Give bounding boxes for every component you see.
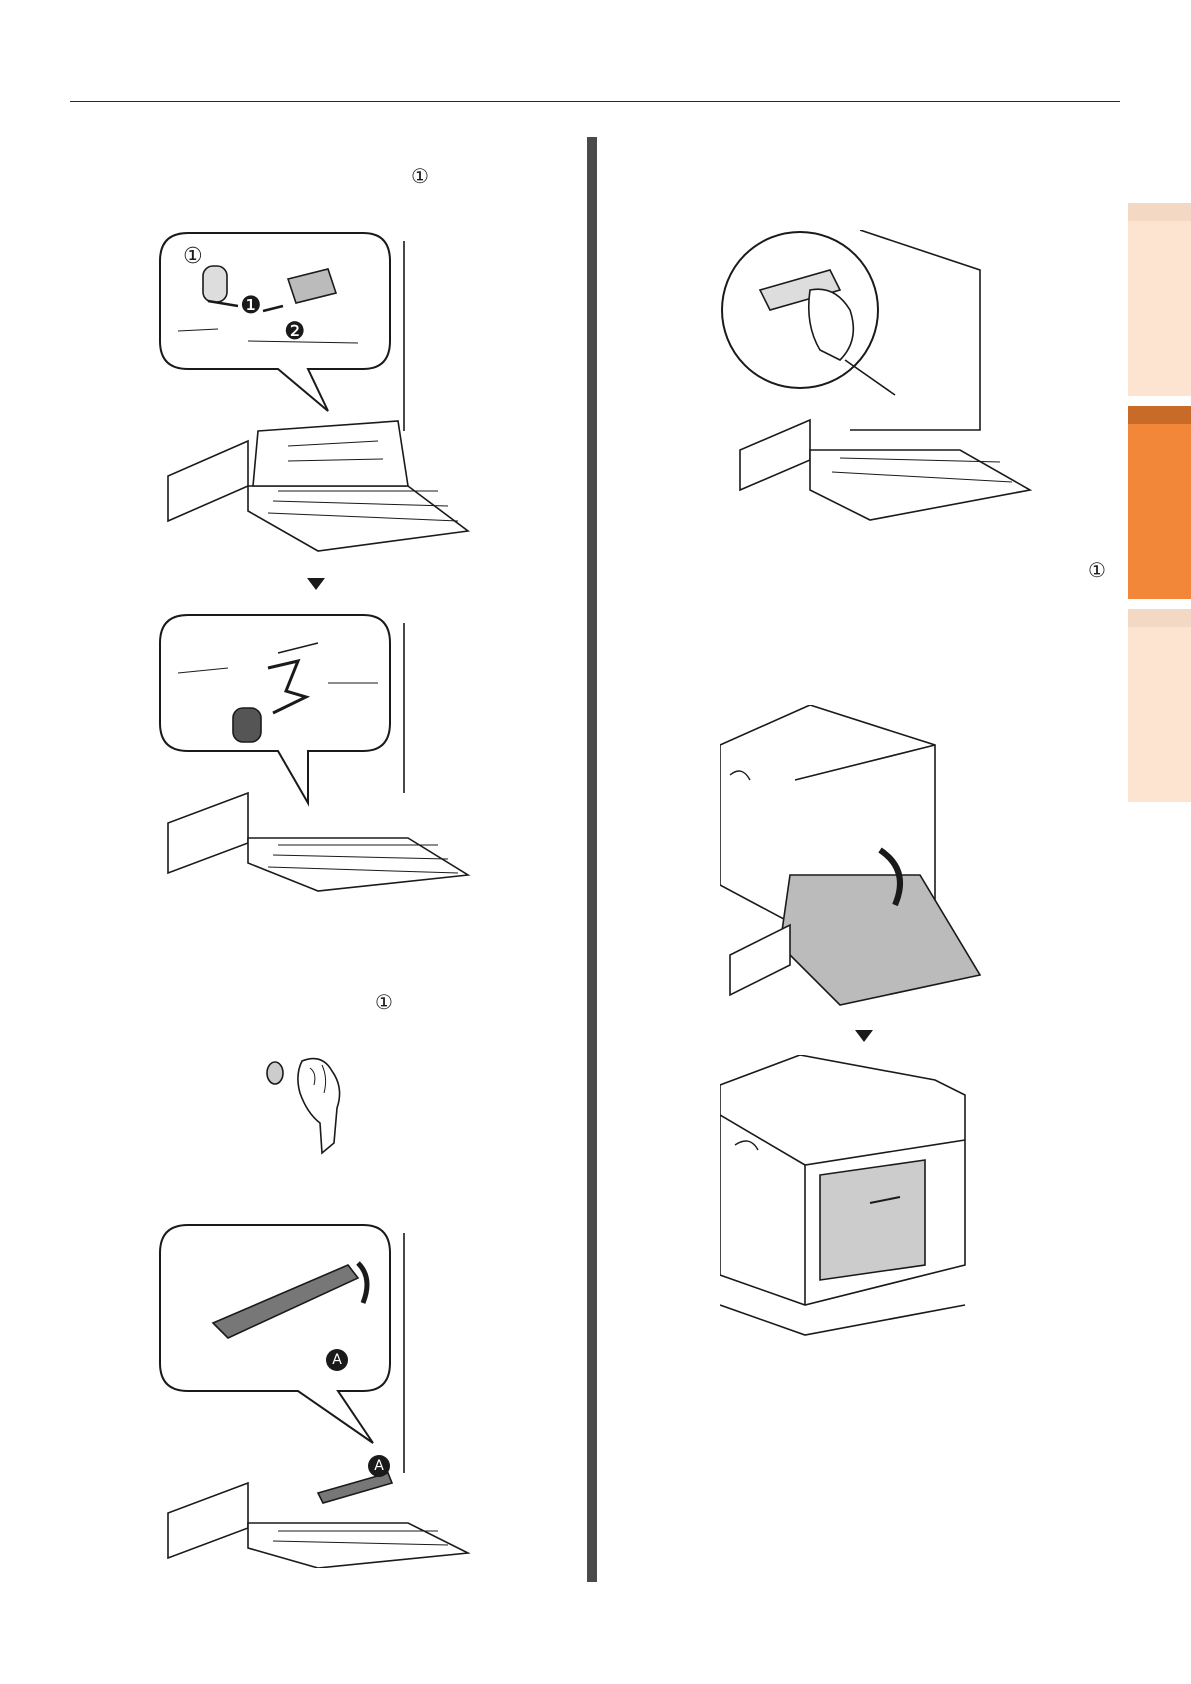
side-tab-2-active[interactable] bbox=[1128, 406, 1191, 599]
illustration-printer-closed bbox=[720, 1055, 970, 1355]
side-tab-1[interactable] bbox=[1128, 203, 1191, 396]
callout-step-2: ❷ bbox=[284, 319, 306, 343]
sequence-arrow-left bbox=[307, 578, 325, 590]
illustration-close-cover bbox=[720, 705, 1010, 1010]
side-tab-2-body bbox=[1128, 424, 1191, 599]
illustration-lower-guide: A A bbox=[158, 1223, 480, 1568]
side-tab-3[interactable] bbox=[1128, 609, 1191, 802]
side-tab-2-cap bbox=[1128, 406, 1191, 424]
callout-ref-marker: ① bbox=[183, 246, 203, 268]
header-rule bbox=[70, 101, 1120, 102]
label-a-machine: A bbox=[368, 1455, 390, 1477]
illustration-remove-roller: ① ❶ ❷ bbox=[158, 231, 480, 553]
callout-step-1: ❶ bbox=[240, 293, 262, 317]
illustration-insert-roller bbox=[158, 613, 480, 893]
ref-marker-mid-left: ① bbox=[375, 992, 393, 1012]
side-tab-1-body bbox=[1128, 221, 1191, 396]
illustration-clean-feed-area bbox=[720, 230, 1040, 530]
illustration-wipe-roller bbox=[262, 1053, 372, 1158]
ref-marker-top-left: ① bbox=[411, 166, 429, 186]
side-tab-3-body bbox=[1128, 627, 1191, 802]
label-a-callout: A bbox=[326, 1349, 348, 1371]
column-divider bbox=[587, 137, 597, 1582]
sequence-arrow-right bbox=[855, 1030, 873, 1042]
side-tab-3-cap bbox=[1128, 609, 1191, 627]
ref-marker-right: ① bbox=[1088, 560, 1106, 580]
side-tab-1-cap bbox=[1128, 203, 1191, 221]
